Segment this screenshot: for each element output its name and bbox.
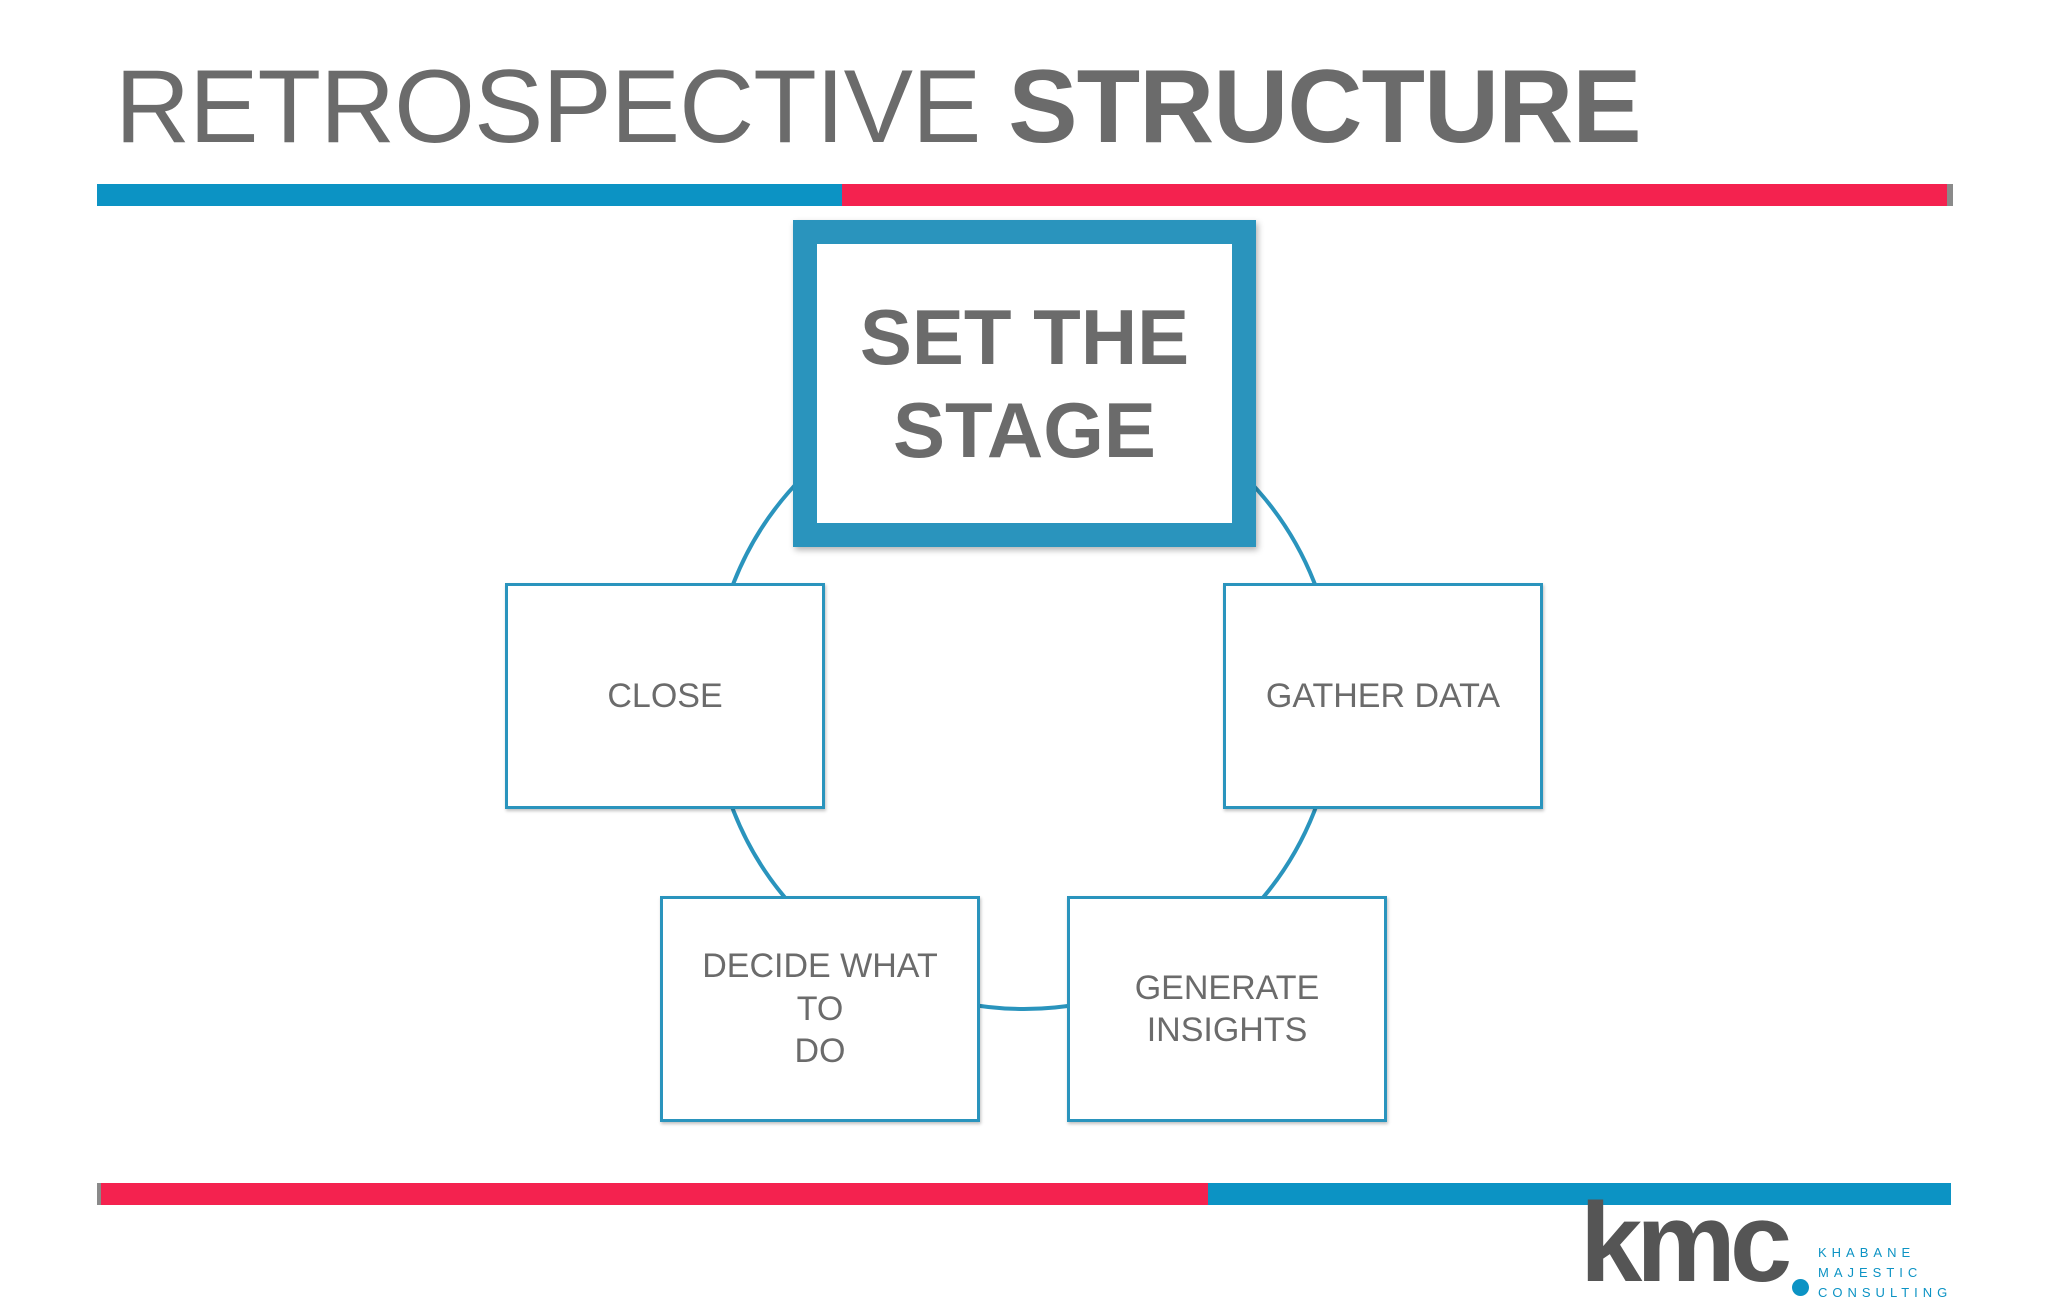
top-bar-blue [97,184,842,206]
top-divider-bar [97,184,1953,206]
stage-set-the-stage-line-1: SET THE [859,293,1190,382]
logo-tagline-line-2: MAJESTIC [1818,1265,1923,1280]
stage-generate-insights-line-1: GENERATE [1134,968,1320,1007]
kmc-logo: kmc KHABANE MAJESTIC CONSULTING [1580,1187,1960,1305]
stage-decide-what-to-do: DECIDE WHAT TO DO [660,896,980,1122]
logo-tagline-line-1: KHABANE [1818,1245,1916,1260]
stage-close-label: CLOSE [607,676,723,715]
stage-generate-insights-line-2: INSIGHTS [1146,1011,1308,1049]
stage-gather-data-label: GATHER DATA [1265,676,1501,715]
bottom-bar-red [101,1183,1208,1205]
logo-tagline-line-3: CONSULTING [1818,1285,1953,1300]
slide-title: RETROSPECTIVE STRUCTURE [115,55,1642,159]
bottom-divider-bar [97,1183,1951,1205]
stage-set-the-stage-line-2: STAGE [893,385,1156,474]
bottom-bar-blue [1208,1183,1951,1205]
stage-generate-insights: GENERATE INSIGHTS [1067,896,1387,1122]
stage-decide-line-2: DO [794,1032,846,1071]
stage-decide-line-1: DECIDE WHAT TO [702,947,938,1028]
logo-tagline: KHABANE MAJESTIC CONSULTING [1818,1243,1952,1303]
title-bold: STRUCTURE [1008,49,1641,165]
stage-close: CLOSE [505,583,825,809]
stage-gather-data: GATHER DATA [1223,583,1543,809]
logo-dot [1792,1279,1809,1296]
top-bar-red [842,184,1951,206]
title-regular: RETROSPECTIVE [115,49,981,165]
logo-mark: kmc [1580,1180,1792,1305]
stage-set-the-stage: SET THE STAGE [793,220,1256,547]
